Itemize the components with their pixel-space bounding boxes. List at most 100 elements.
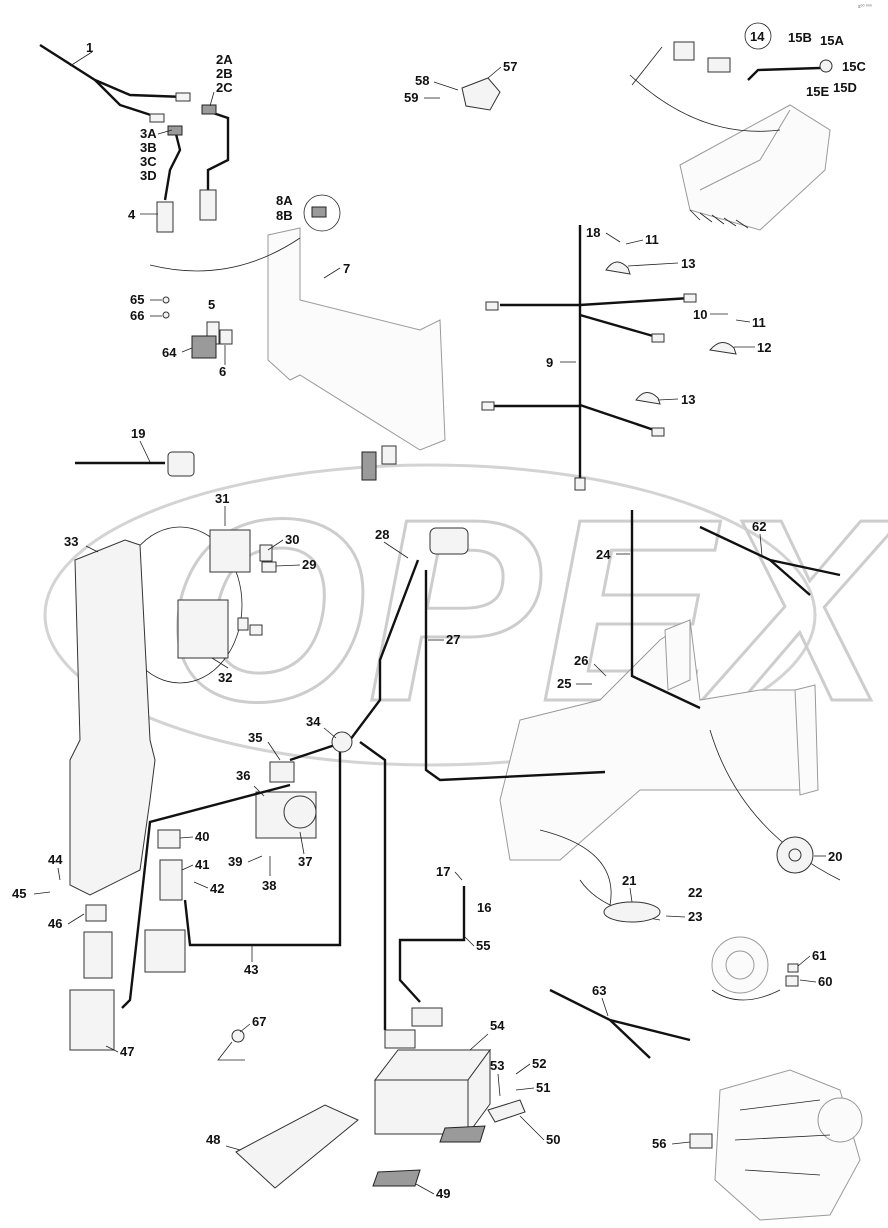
relays bbox=[177, 529, 277, 659]
callout-7: 7 bbox=[343, 261, 350, 276]
misc-sensors bbox=[217, 963, 799, 1149]
callout-2C: 2C bbox=[216, 80, 233, 95]
callout-64: 64 bbox=[162, 345, 177, 360]
callout-60: 60 bbox=[818, 974, 832, 989]
callout-48: 48 bbox=[206, 1132, 220, 1147]
callout-5: 5 bbox=[208, 297, 215, 312]
callout-13b: 13 bbox=[681, 392, 695, 407]
callout-66: 66 bbox=[130, 308, 144, 323]
callout-8B: 8B bbox=[276, 208, 293, 223]
callout-23: 23 bbox=[688, 909, 702, 924]
harness-62-63 bbox=[549, 525, 841, 1059]
callout-15E: 15E bbox=[806, 84, 829, 99]
callout-67: 67 bbox=[252, 1014, 266, 1029]
callout-46: 46 bbox=[48, 916, 62, 931]
callout-39: 39 bbox=[228, 854, 242, 869]
chassis-frame bbox=[267, 227, 819, 861]
clip-8 bbox=[303, 194, 341, 232]
callout-15A: 15A bbox=[820, 33, 844, 48]
callout-11a: 11 bbox=[645, 232, 659, 247]
callout-3A: 3A bbox=[140, 126, 157, 141]
callout-31: 31 bbox=[215, 491, 229, 506]
battery-tray bbox=[235, 1099, 526, 1189]
callout-53: 53 bbox=[490, 1058, 504, 1073]
callout-27: 27 bbox=[446, 632, 460, 647]
loader-bucket bbox=[679, 104, 831, 231]
harness-1 bbox=[39, 43, 191, 123]
callout-29: 29 bbox=[302, 557, 316, 572]
frame-connectors bbox=[361, 445, 397, 481]
sensor-cables bbox=[156, 104, 230, 233]
callout-19: 19 bbox=[131, 426, 145, 441]
callout-47: 47 bbox=[120, 1044, 134, 1059]
connectors-5-6-64 bbox=[162, 296, 233, 359]
callout-13a: 13 bbox=[681, 256, 695, 271]
callout-24: 24 bbox=[596, 547, 611, 562]
callout-63: 63 bbox=[592, 983, 606, 998]
sensor-19 bbox=[75, 451, 195, 477]
bracket-33 bbox=[69, 539, 156, 896]
callout-62: 62 bbox=[752, 519, 766, 534]
callout-17: 17 bbox=[436, 864, 450, 879]
callout-50: 50 bbox=[546, 1132, 560, 1147]
cover-57 bbox=[461, 77, 501, 111]
engine bbox=[714, 1069, 863, 1221]
callout-12: 12 bbox=[757, 340, 771, 355]
callout-52: 52 bbox=[532, 1056, 546, 1071]
callout-18: 18 bbox=[586, 225, 600, 240]
callout-55: 55 bbox=[476, 938, 490, 953]
callout-56: 56 bbox=[652, 1136, 666, 1151]
callout-20: 20 bbox=[828, 849, 842, 864]
corner-mark: s⁰⁰ ⁰⁰⁰ bbox=[858, 4, 872, 10]
sensor-15 bbox=[631, 41, 833, 86]
callout-51: 51 bbox=[536, 1080, 550, 1095]
fuse-blocks bbox=[69, 829, 186, 1051]
horns bbox=[603, 836, 814, 923]
callout-10: 10 bbox=[693, 307, 707, 322]
callout-11b: 11 bbox=[752, 315, 766, 330]
callout-38: 38 bbox=[262, 878, 276, 893]
callout-4: 4 bbox=[128, 207, 136, 222]
callout-35: 35 bbox=[248, 730, 262, 745]
main-cables bbox=[121, 510, 701, 1030]
callout-40: 40 bbox=[195, 829, 209, 844]
callout-57: 57 bbox=[503, 59, 517, 74]
callout-26: 26 bbox=[574, 653, 588, 668]
callout-36: 36 bbox=[236, 768, 250, 783]
callout-9: 9 bbox=[546, 355, 553, 370]
callout-65: 65 bbox=[130, 292, 144, 307]
callout-8A: 8A bbox=[276, 193, 293, 208]
callout-3C: 3C bbox=[140, 154, 157, 169]
starter-assembly bbox=[255, 527, 469, 839]
callout-6: 6 bbox=[219, 364, 226, 379]
callout-41: 41 bbox=[195, 857, 209, 872]
callout-61: 61 bbox=[812, 948, 826, 963]
alternator bbox=[711, 936, 781, 1001]
callout-34: 34 bbox=[306, 714, 321, 729]
callout-labels: 1 2A 2B 2C 3A 3B 3C 3D 4 5 6 7 8A 8B 9 1… bbox=[12, 22, 866, 1201]
callout-37: 37 bbox=[298, 854, 312, 869]
callout-1: 1 bbox=[86, 40, 93, 55]
callout-45: 45 bbox=[12, 886, 26, 901]
callout-43: 43 bbox=[244, 962, 258, 977]
callout-22: 22 bbox=[688, 885, 702, 900]
callout-30: 30 bbox=[285, 532, 299, 547]
callout-2B: 2B bbox=[216, 66, 233, 81]
clamps bbox=[605, 261, 737, 405]
callout-32: 32 bbox=[218, 670, 232, 685]
callout-28: 28 bbox=[375, 527, 389, 542]
callout-25: 25 bbox=[557, 676, 571, 691]
callout-3B: 3B bbox=[140, 140, 157, 155]
callout-2A: 2A bbox=[216, 52, 233, 67]
callout-59: 59 bbox=[404, 90, 418, 105]
callout-42: 42 bbox=[210, 881, 224, 896]
callout-14: 14 bbox=[750, 29, 765, 44]
callout-33: 33 bbox=[64, 534, 78, 549]
callout-15D: 15D bbox=[833, 80, 857, 95]
callout-15C: 15C bbox=[842, 59, 866, 74]
callout-58: 58 bbox=[415, 73, 429, 88]
callout-54: 54 bbox=[490, 1018, 505, 1033]
battery bbox=[373, 1007, 491, 1136]
callout-3D: 3D bbox=[140, 168, 157, 183]
